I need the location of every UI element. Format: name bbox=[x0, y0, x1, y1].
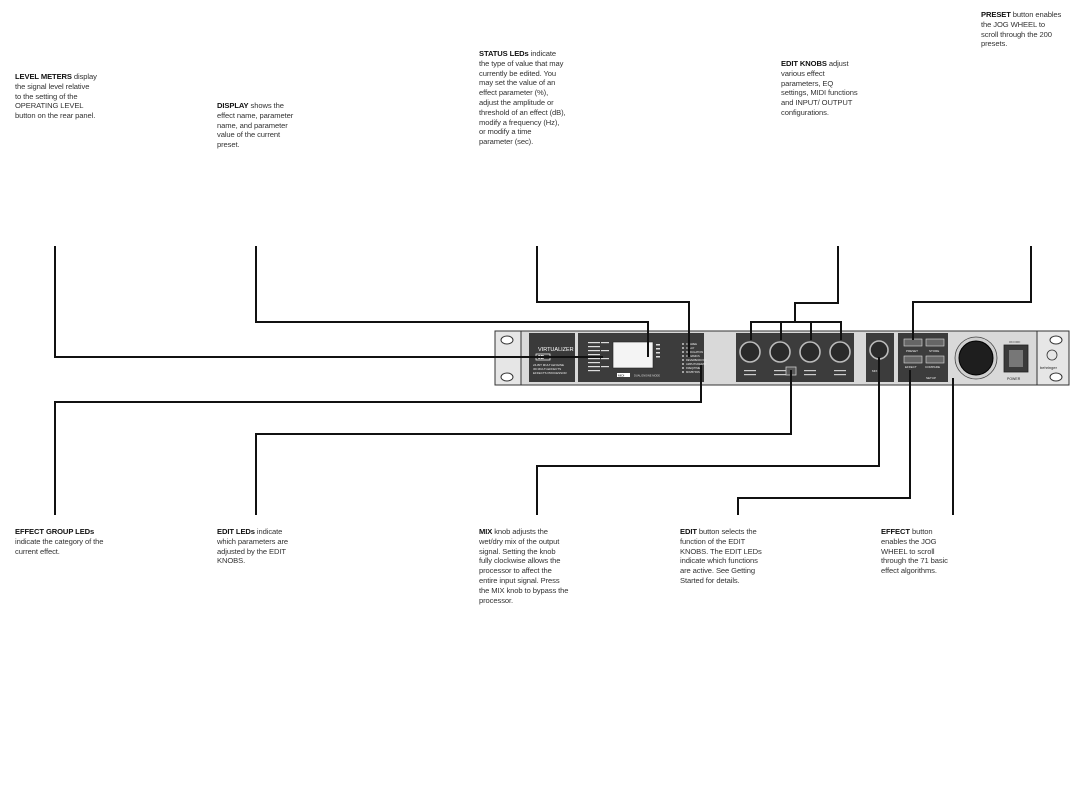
callout-title: STATUS LEDs bbox=[479, 49, 529, 58]
status-label: DEGREE bbox=[686, 342, 697, 346]
preset-label: PRESET bbox=[906, 349, 918, 353]
callout-text: indicate the category of the current eff… bbox=[15, 536, 104, 556]
edit-knob-1[interactable] bbox=[739, 341, 761, 363]
callout-text: display the signal level relative to the… bbox=[15, 72, 97, 121]
callout-edit: EDIT button selects the function of the … bbox=[680, 527, 766, 586]
callout-text: button selects the function of the EDIT … bbox=[680, 527, 762, 585]
leader-status-leds bbox=[536, 246, 690, 357]
rack-screw-hole bbox=[500, 335, 514, 345]
power-switch-rocker bbox=[1009, 350, 1023, 367]
status-label: DYNAMICS bbox=[686, 354, 700, 358]
leader-level-meters bbox=[54, 246, 603, 358]
edit-knob-4[interactable] bbox=[829, 341, 851, 363]
status-label: AMPLITUDE/MIX bbox=[686, 362, 706, 366]
callout-edit-leds: EDIT LEDs indicate which parameters are … bbox=[217, 527, 301, 566]
callout-text: button enables the JOG WHEEL to scroll t… bbox=[881, 527, 948, 576]
edit-leds bbox=[744, 370, 846, 376]
rack-screw-hole bbox=[500, 372, 514, 382]
leader-edit-knobs-bar bbox=[750, 321, 842, 340]
callout-title: EFFECT GROUP LEDs bbox=[15, 527, 95, 536]
status-label: FREQ/TIME bbox=[686, 366, 700, 370]
status-leds bbox=[682, 343, 684, 373]
leader-preset bbox=[912, 246, 1032, 340]
effect-label: EFFECT bbox=[905, 365, 917, 369]
callout-title: LEVEL METERS bbox=[15, 72, 72, 81]
leader-edit bbox=[737, 370, 911, 515]
callout-title: PRESET bbox=[981, 10, 1011, 19]
callout-status-leds: STATUS LEDs indicate the type of value t… bbox=[479, 49, 567, 147]
callout-text: knob adjusts the wet/dry mix of the outp… bbox=[479, 527, 569, 605]
edit-knob-2[interactable] bbox=[769, 341, 791, 363]
logo-text: VIRTUALIZER bbox=[538, 347, 574, 353]
power-switch[interactable] bbox=[1003, 344, 1029, 373]
leader-mix bbox=[536, 357, 880, 515]
callout-text: button enables the JOG WHEEL to scroll t… bbox=[981, 10, 1062, 49]
subtitle-line: 3D MULTI-EFFECTS bbox=[533, 367, 561, 371]
callout-text: adjust various effect parameters, EQ set… bbox=[781, 59, 858, 117]
midi-badge bbox=[617, 373, 630, 377]
status-label: DELAY bbox=[686, 346, 695, 350]
midi-label: MIDI bbox=[618, 374, 624, 378]
callout-text: indicate the type of value that may curr… bbox=[479, 49, 566, 147]
leader-edit-leds bbox=[255, 370, 792, 515]
rack-screw-hole bbox=[1049, 372, 1063, 382]
callout-level-meters: LEVEL METERS display the signal level re… bbox=[15, 72, 97, 121]
callout-text: shows the effect name, parameter name, a… bbox=[217, 101, 294, 150]
leader-display bbox=[255, 246, 649, 357]
rack-screw-hole bbox=[1049, 335, 1063, 345]
callout-title: EDIT bbox=[680, 527, 697, 536]
callout-title: EFFECT bbox=[881, 527, 910, 536]
callout-title: EDIT KNOBS bbox=[781, 59, 827, 68]
setup-label: SETUP bbox=[926, 376, 936, 380]
power-states: ON OFF bbox=[1009, 340, 1020, 344]
callout-preset: PRESET button enables the JOG WHEEL to s… bbox=[981, 10, 1063, 49]
brand-logo-icon bbox=[1046, 349, 1058, 361]
subtitle-line: EFFECTS PROCESSOR bbox=[533, 371, 568, 375]
callout-title: EDIT LEDs bbox=[217, 527, 255, 536]
compare-button[interactable] bbox=[925, 355, 945, 364]
leader-edit-knobs bbox=[794, 246, 839, 322]
callout-title: MIX bbox=[479, 527, 493, 536]
subtitle-line: 24-BIT MULTI-ENGINE bbox=[533, 363, 564, 367]
status-label: REVERB/ADV.FX bbox=[686, 358, 707, 362]
jog-wheel[interactable] bbox=[958, 340, 994, 376]
callout-display: DISPLAY shows the effect name, parameter… bbox=[217, 101, 301, 150]
brand-text: behringer bbox=[1040, 365, 1058, 370]
mix-label: MIX bbox=[872, 369, 877, 373]
store-button[interactable] bbox=[925, 338, 945, 347]
callout-edit-knobs: EDIT KNOBS adjust various effect paramet… bbox=[781, 59, 861, 118]
edit-knob-3[interactable] bbox=[799, 341, 821, 363]
level-meters bbox=[588, 342, 609, 372]
callout-text: indicate which parameters are adjusted b… bbox=[217, 527, 289, 566]
power-label: POWER bbox=[1007, 377, 1021, 381]
store-label: STORE bbox=[929, 349, 939, 353]
callout-title: DISPLAY bbox=[217, 101, 249, 110]
callout-effect: EFFECT button enables the JOG WHEEL to s… bbox=[881, 527, 957, 576]
compare-label: COMPARE bbox=[925, 365, 940, 369]
status-label: MODULATION bbox=[686, 350, 703, 354]
callout-mix: MIX knob adjusts the wet/dry mix of the … bbox=[479, 527, 569, 605]
callout-effect-group-leds: EFFECT GROUP LEDs indicate the category … bbox=[15, 527, 105, 556]
lcd-display bbox=[612, 341, 654, 369]
effect-group-leds bbox=[656, 344, 660, 358]
leader-effect-group-leds bbox=[54, 365, 702, 515]
effect-button[interactable] bbox=[903, 355, 923, 364]
dual-engine-label: DUAL ENGINE MODE bbox=[634, 374, 660, 378]
status-label: MIX/BYPASS bbox=[686, 370, 702, 374]
